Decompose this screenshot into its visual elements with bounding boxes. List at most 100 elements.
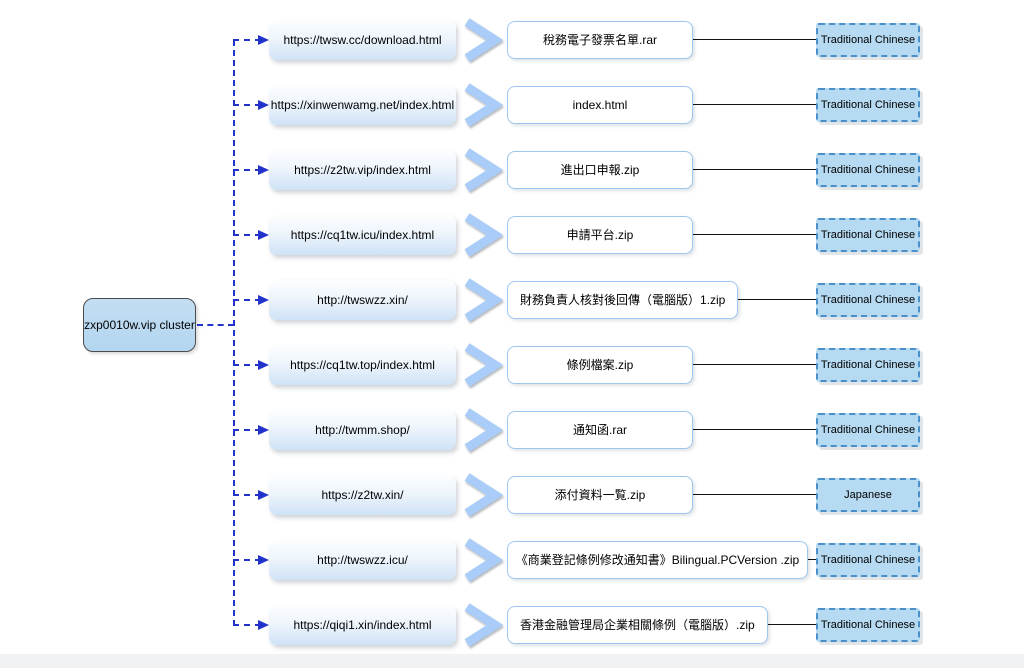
- url-node: https://z2tw.vip/index.html: [269, 149, 456, 190]
- chevron-right-icon: [459, 406, 505, 454]
- file-label: 香港金融管理局企業相關條例（電腦版）.zip: [520, 618, 755, 632]
- language-label: Traditional Chinese: [820, 33, 916, 46]
- url-label: https://xinwenwamg.net/index.html: [270, 97, 455, 112]
- language-node: Traditional Chinese: [816, 412, 920, 447]
- link-line: [693, 429, 816, 430]
- file-node: 條例檔案.zip: [507, 345, 693, 384]
- branch-connector: [233, 554, 269, 566]
- dashed-line: [233, 493, 261, 496]
- diagram-row: http://twmm.shop/ 通知函.rar Traditional Ch…: [233, 397, 920, 462]
- url-node: https://cq1tw.icu/index.html: [269, 214, 456, 255]
- branch-connector: [233, 164, 269, 176]
- dashed-line: [233, 623, 261, 626]
- link-line: [693, 104, 816, 105]
- file-node: 進出口申報.zip: [507, 150, 693, 189]
- branch-connector: [233, 424, 269, 436]
- language-label: Traditional Chinese: [820, 553, 916, 566]
- language-label: Traditional Chinese: [820, 423, 916, 436]
- url-label: https://qiqi1.xin/index.html: [293, 617, 432, 632]
- link-line: [808, 559, 816, 560]
- chevron-right-icon: [459, 471, 505, 519]
- language-node: Traditional Chinese: [816, 542, 920, 577]
- link-line: [693, 494, 816, 495]
- file-label: 添付資料一覧.zip: [554, 488, 646, 502]
- url-node: http://twswzz.icu/: [269, 539, 456, 580]
- diagram-row: https://cq1tw.top/index.html 條例檔案.zip Tr…: [233, 332, 920, 397]
- url-label: https://z2tw.xin/: [321, 487, 404, 502]
- chevron-right-icon: [459, 601, 505, 649]
- url-label: http://twswzz.icu/: [317, 552, 408, 567]
- branch-connector: [233, 619, 269, 631]
- diagram-row: http://twswzz.xin/ 財務負責人核對後回傳（電腦版）1.zip …: [233, 267, 920, 332]
- language-label: Traditional Chinese: [820, 163, 916, 176]
- url-node: http://twswzz.xin/: [269, 279, 456, 320]
- chevron-right-icon: [459, 16, 505, 64]
- dashed-line: [233, 428, 261, 431]
- link-line: [693, 39, 816, 40]
- url-node: https://twsw.cc/download.html: [269, 19, 456, 60]
- url-label: https://z2tw.vip/index.html: [294, 162, 431, 177]
- file-node: 申請平台.zip: [507, 215, 693, 254]
- arrow-right-icon: [258, 294, 269, 305]
- language-node: Traditional Chinese: [816, 87, 920, 122]
- dashed-line: [233, 168, 261, 171]
- file-node: 《商業登記條例修改通知書》Bilingual.PCVersion .zip: [507, 540, 808, 579]
- diagram-row: https://qiqi1.xin/index.html 香港金融管理局企業相關…: [233, 592, 920, 657]
- cluster-label: zxp0010w.vip cluster: [84, 318, 195, 332]
- file-node: 通知函.rar: [507, 410, 693, 449]
- file-node: 財務負責人核對後回傳（電腦版）1.zip: [507, 280, 739, 319]
- branch-connector: [233, 359, 269, 371]
- file-node: 稅務電子發票名單.rar: [507, 20, 693, 59]
- link-line: [738, 299, 816, 300]
- spine-connector-line: [233, 40, 235, 626]
- arrow-right-icon: [258, 229, 269, 240]
- file-label: 稅務電子發票名單.rar: [542, 33, 657, 47]
- chevron-right-icon: [459, 276, 505, 324]
- language-node: Traditional Chinese: [816, 282, 920, 317]
- language-label: Traditional Chinese: [820, 228, 916, 241]
- link-line: [693, 234, 816, 235]
- file-node: 香港金融管理局企業相關條例（電腦版）.zip: [507, 605, 768, 644]
- arrow-right-icon: [258, 554, 269, 565]
- branch-connector: [233, 99, 269, 111]
- bottom-strip: [0, 654, 1024, 668]
- language-node: Traditional Chinese: [816, 152, 920, 187]
- file-label: 通知函.rar: [572, 423, 627, 437]
- arrow-right-icon: [258, 424, 269, 435]
- url-node: http://twmm.shop/: [269, 409, 456, 450]
- chevron-right-icon: [459, 211, 505, 259]
- url-node: https://cq1tw.top/index.html: [269, 344, 456, 385]
- diagram-row: https://xinwenwamg.net/index.html index.…: [233, 72, 920, 137]
- language-label: Japanese: [844, 488, 892, 501]
- language-node: Traditional Chinese: [816, 217, 920, 252]
- arrow-right-icon: [258, 164, 269, 175]
- branch-connector: [233, 294, 269, 306]
- file-label: 《商業登記條例修改通知書》Bilingual.PCVersion .zip: [515, 553, 800, 567]
- diagram-row: http://twswzz.icu/ 《商業登記條例修改通知書》Bilingua…: [233, 527, 920, 592]
- arrow-right-icon: [258, 489, 269, 500]
- language-node: Traditional Chinese: [816, 607, 920, 642]
- file-label: 進出口申報.zip: [560, 163, 640, 177]
- file-node: index.html: [507, 85, 693, 124]
- diagram-row: https://z2tw.vip/index.html 進出口申報.zip Tr…: [233, 137, 920, 202]
- dashed-line: [233, 298, 261, 301]
- dashed-line: [233, 558, 261, 561]
- url-label: https://cq1tw.top/index.html: [290, 357, 435, 372]
- url-label: https://cq1tw.icu/index.html: [290, 227, 435, 242]
- language-label: Traditional Chinese: [820, 618, 916, 631]
- dashed-line: [233, 233, 261, 236]
- branch-connector: [233, 489, 269, 501]
- arrow-right-icon: [258, 99, 269, 110]
- rows: https://twsw.cc/download.html 稅務電子發票名單.r…: [233, 7, 920, 657]
- chevron-right-icon: [459, 81, 505, 129]
- dashed-line: [233, 103, 261, 106]
- cluster-node: zxp0010w.vip cluster: [83, 298, 196, 352]
- file-label: 條例檔案.zip: [566, 358, 634, 372]
- link-line: [767, 624, 816, 625]
- url-node: https://xinwenwamg.net/index.html: [269, 84, 456, 125]
- branch-connector: [233, 229, 269, 241]
- file-label: index.html: [572, 97, 628, 112]
- dashed-line: [233, 363, 261, 366]
- language-label: Traditional Chinese: [820, 293, 916, 306]
